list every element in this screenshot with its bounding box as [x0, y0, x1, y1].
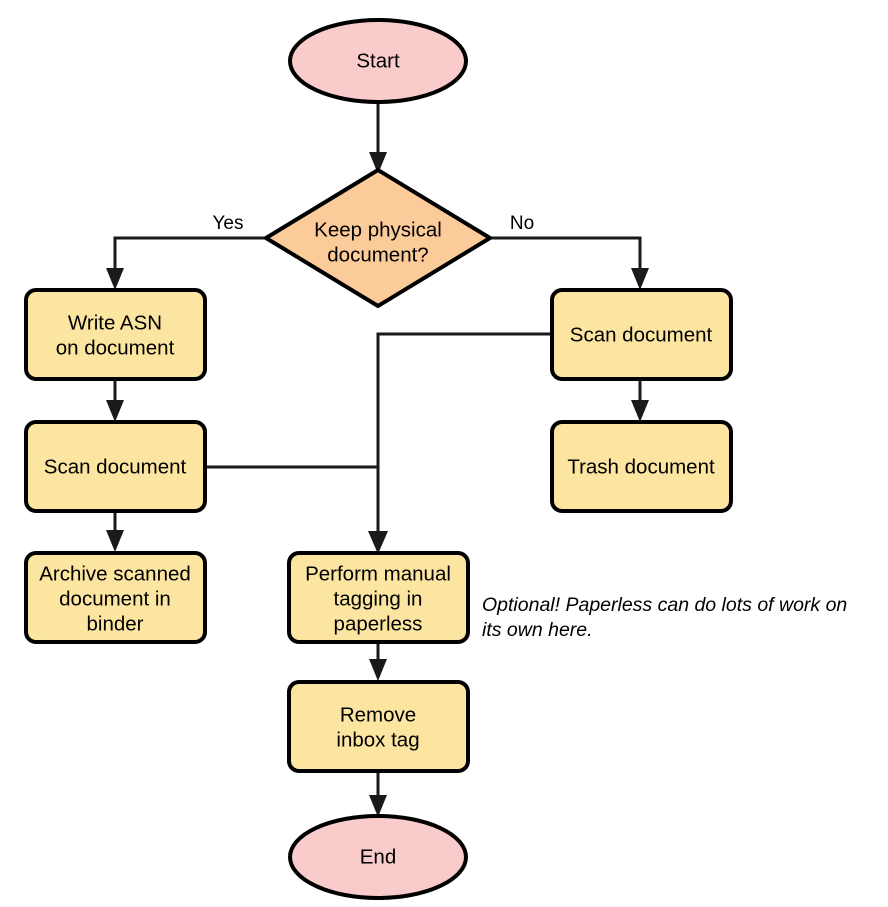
node-write-asn-label-line1: Write ASN [68, 311, 162, 334]
connector-tagging-to-removeinbox [369, 643, 387, 681]
arrowhead-icon [368, 531, 388, 554]
node-write-asn-label-line2: on document [56, 336, 175, 359]
connector-decision-yes [106, 236, 265, 290]
connector-writeasn-to-scanleft [106, 379, 124, 422]
connector-scanleft-to-archive [106, 511, 124, 552]
node-tagging-label-line2: tagging in [334, 587, 423, 610]
connector-start-to-decision [369, 101, 387, 174]
edge-label-no: No [510, 213, 534, 234]
end-ellipse-shape [288, 814, 468, 900]
node-scan-document-right[interactable]: Scan document [550, 288, 733, 381]
decision-diamond-shape [264, 168, 492, 308]
node-end[interactable]: End [288, 814, 468, 900]
process-box-shape [287, 680, 470, 773]
process-box-shape [550, 420, 733, 513]
node-start-label: Start [356, 49, 400, 72]
node-archive-scanned-document[interactable]: Archive scanned document in binder [24, 551, 207, 644]
node-scan-document-left-label: Scan document [44, 455, 187, 478]
annotation-line-2: its own here. [482, 619, 593, 641]
connector-removeinbox-to-end [369, 771, 387, 817]
node-tagging-label-line3: paperless [334, 612, 423, 635]
process-box-shape [24, 288, 207, 381]
arrowhead-icon [106, 268, 124, 290]
edge-label-yes: Yes [213, 213, 244, 234]
process-box-shape [550, 288, 733, 381]
process-box-shape [24, 420, 207, 513]
arrowhead-icon [369, 659, 387, 681]
node-perform-manual-tagging[interactable]: Perform manual tagging in paperless [287, 551, 470, 644]
node-scan-document-right-label: Scan document [570, 323, 713, 346]
connector-decision-no [490, 236, 649, 290]
node-start[interactable]: Start [288, 18, 468, 104]
node-decision-label-line2: document? [327, 243, 428, 266]
arrowhead-icon [369, 795, 387, 817]
connector-scanright-to-tagging [368, 332, 552, 554]
arrowhead-icon [106, 530, 124, 552]
node-remove-inbox-label-line2: inbox tag [336, 728, 419, 751]
node-remove-inbox-tag[interactable]: Remove inbox tag [287, 680, 470, 773]
start-ellipse-shape [288, 18, 468, 104]
node-tagging-label-line1: Perform manual [305, 562, 451, 585]
node-decision-keep-physical-document[interactable]: Keep physical document? [264, 168, 492, 308]
node-trash-document[interactable]: Trash document [550, 420, 733, 513]
node-end-label: End [360, 845, 396, 868]
node-remove-inbox-label-line1: Remove [340, 703, 416, 726]
process-box-shape [287, 551, 470, 644]
arrowhead-icon [106, 400, 124, 422]
annotation-line-1: Optional! Paperless can do lots of work … [482, 594, 847, 616]
node-archive-label-line3: binder [87, 612, 144, 635]
connector-scanright-to-trash [631, 379, 649, 422]
node-write-asn-on-document[interactable]: Write ASN on document [24, 288, 207, 381]
node-decision-label-line1: Keep physical [314, 218, 442, 241]
arrowhead-icon [631, 268, 649, 290]
node-archive-label-line1: Archive scanned [39, 562, 191, 585]
node-archive-label-line2: document in [59, 587, 171, 610]
node-scan-document-left[interactable]: Scan document [24, 420, 207, 513]
annotation-note: Optional! Paperless can do lots of work … [482, 594, 847, 641]
arrowhead-icon [369, 152, 387, 174]
node-trash-document-label: Trash document [567, 455, 715, 478]
arrowhead-icon [631, 400, 649, 422]
process-box-shape [24, 551, 207, 644]
